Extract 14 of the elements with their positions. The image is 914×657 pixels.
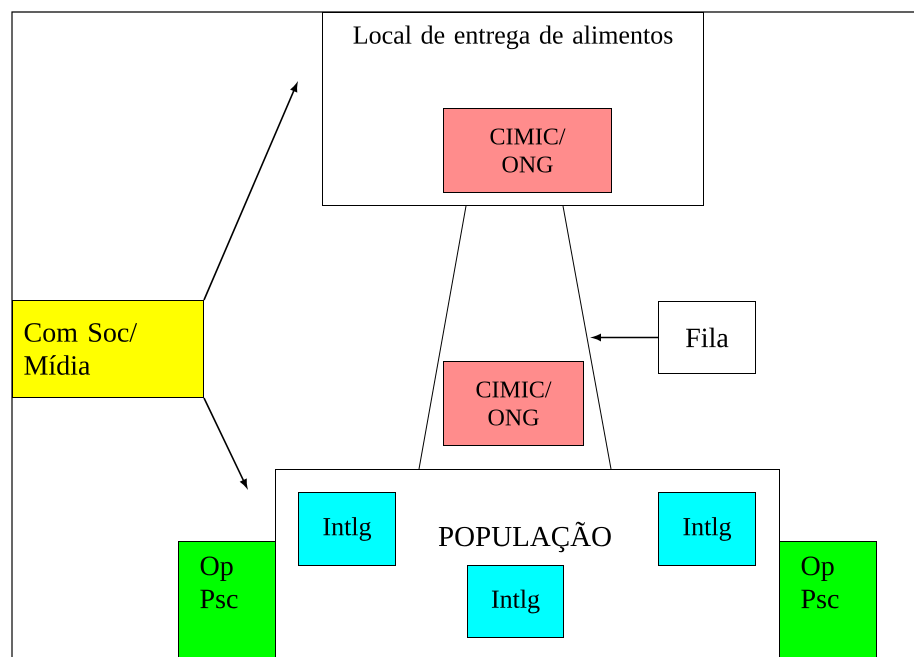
- arrow: [203, 83, 298, 300]
- queue-box: Fila: [658, 301, 756, 374]
- arrow: [203, 398, 248, 488]
- connector-line: [418, 206, 466, 470]
- organization-box: CIMIC/ ONG: [443, 108, 612, 193]
- organization-box: CIMIC/ ONG: [443, 361, 584, 446]
- connector-line: [562, 206, 612, 470]
- intelligence-box: Intlg: [658, 492, 756, 566]
- operations-box: Op Psc: [779, 541, 877, 657]
- intelligence-box: Intlg: [467, 565, 564, 638]
- communication-box: Com Soc/ Mídia: [12, 300, 204, 398]
- arrow: [592, 334, 658, 341]
- operations-box: Op Psc: [178, 541, 276, 657]
- intelligence-box: Intlg: [298, 492, 396, 566]
